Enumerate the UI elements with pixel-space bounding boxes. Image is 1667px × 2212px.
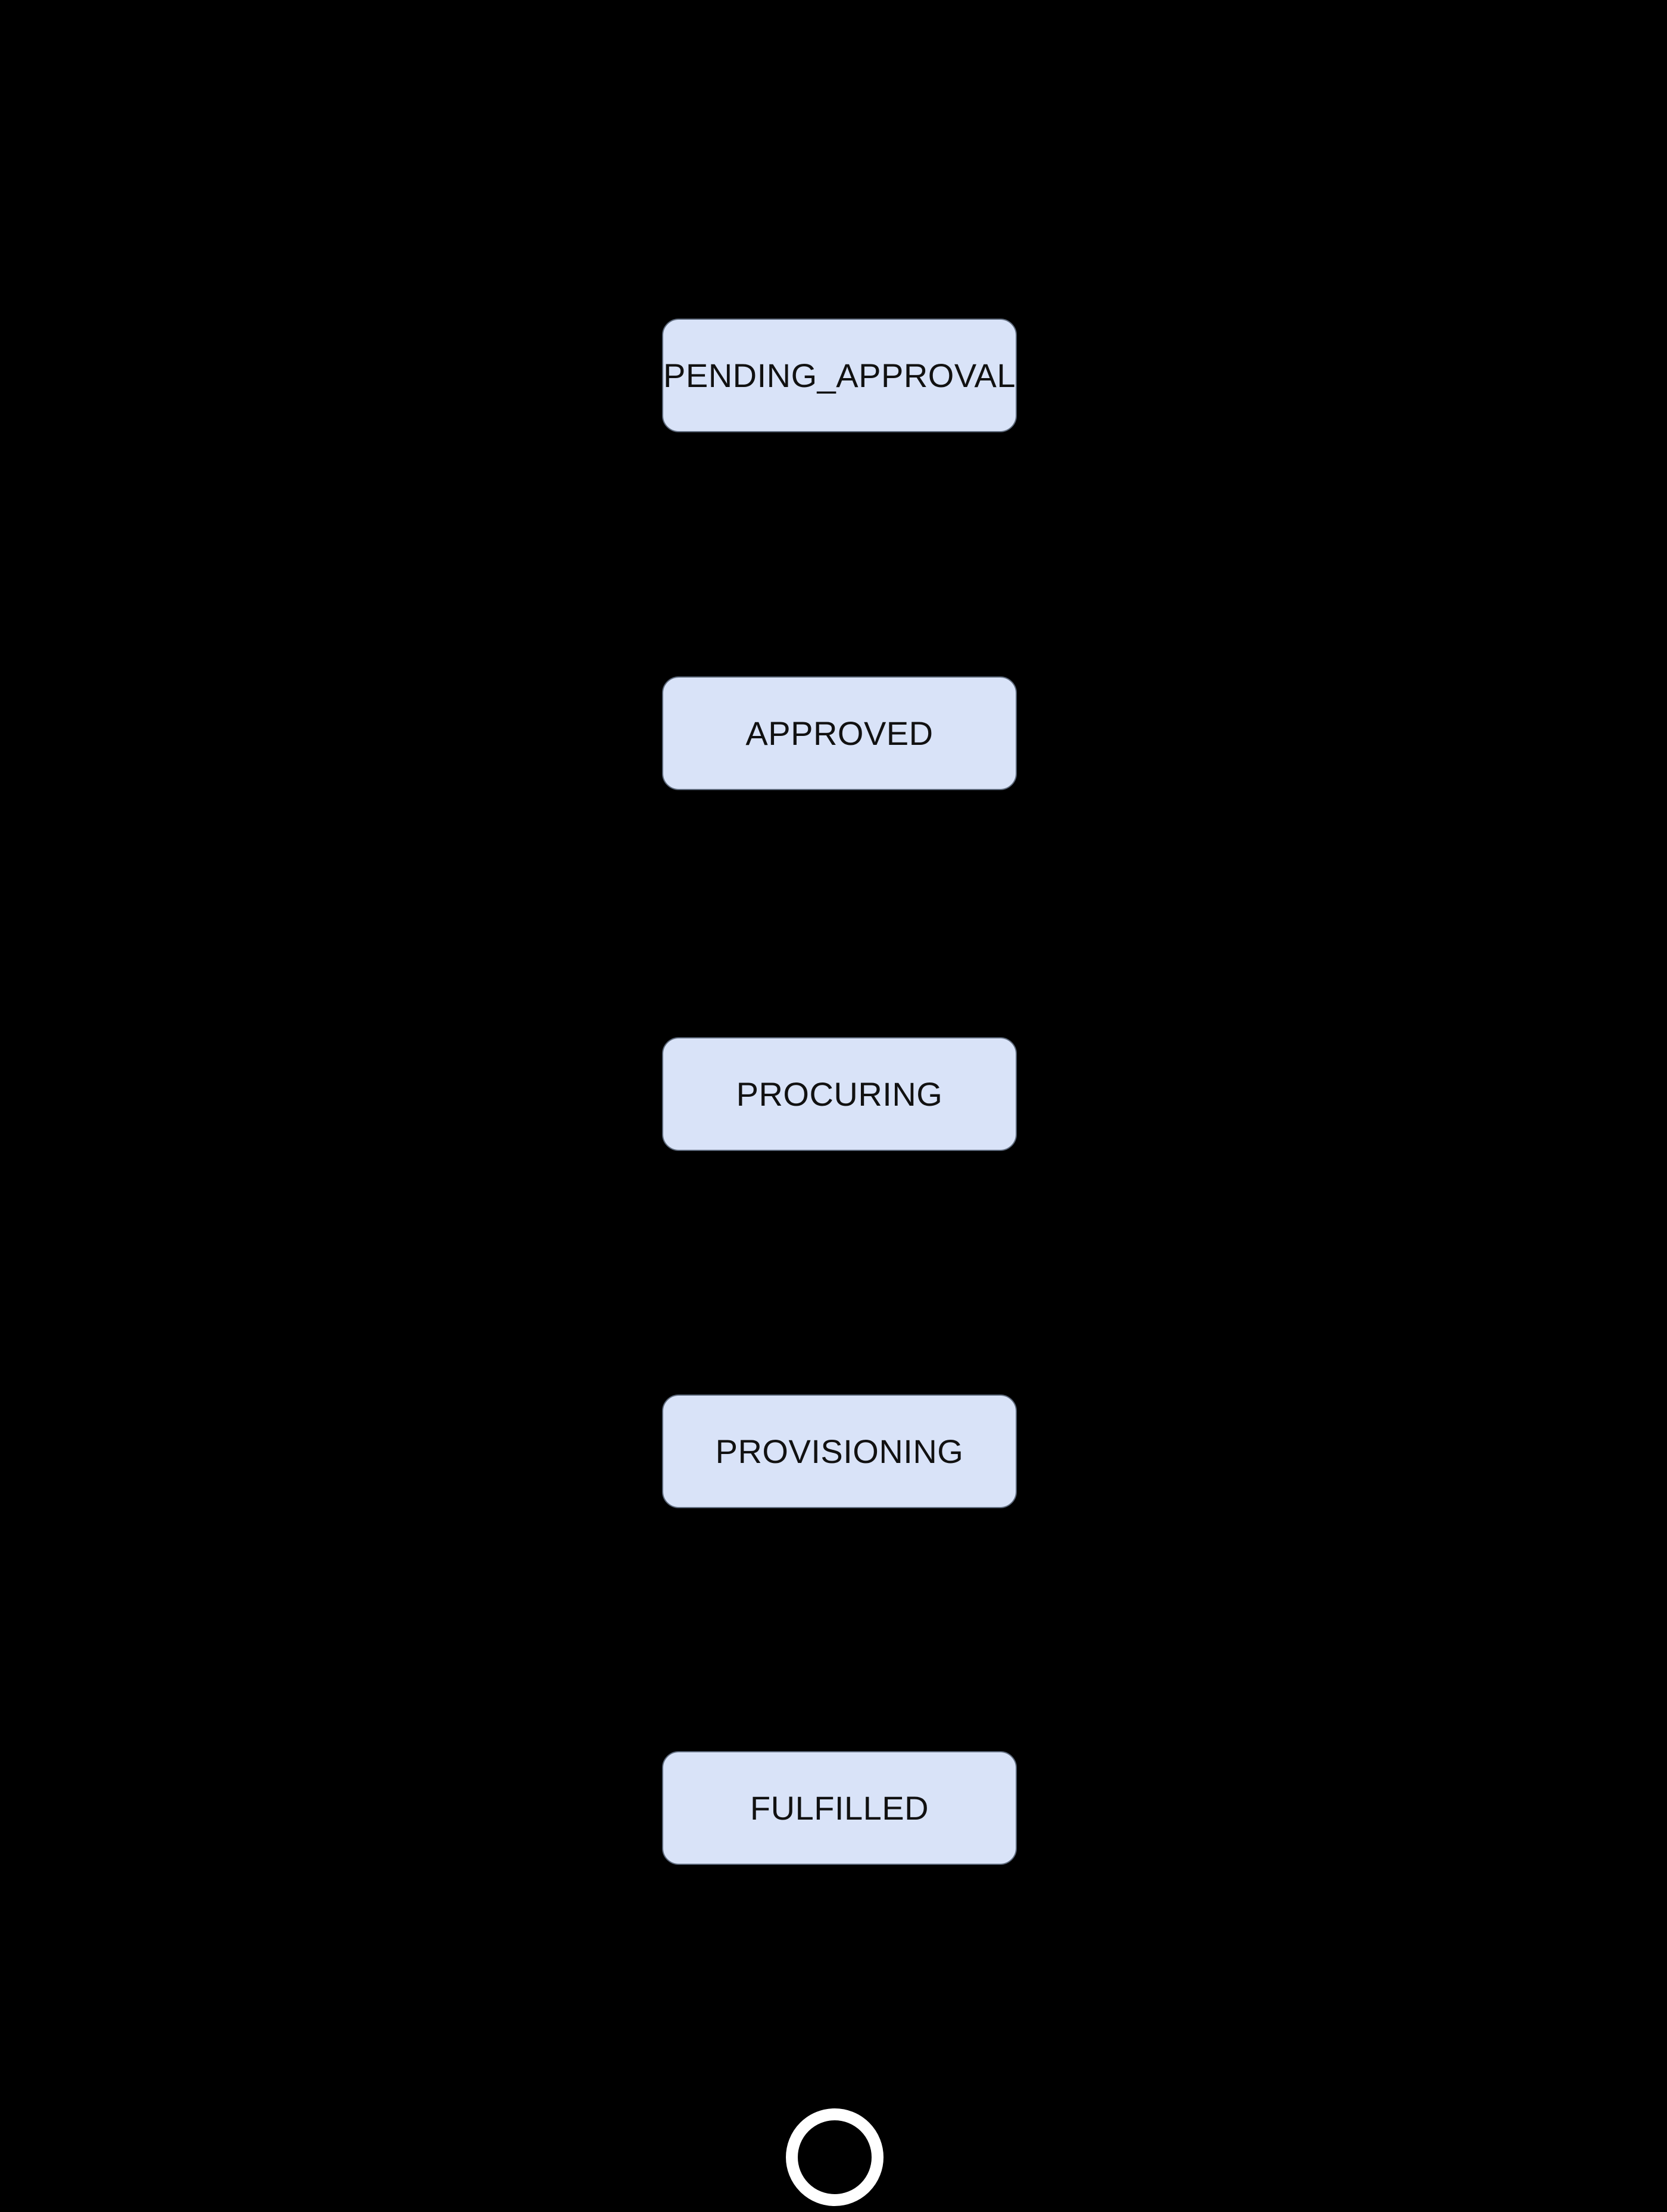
state-node-fulfilled: FULFILLED (662, 1751, 1017, 1865)
state-node-provisioning: PROVISIONING (662, 1394, 1017, 1508)
state-node-procuring: PROCURING (662, 1037, 1017, 1151)
state-label-pending-approval: PENDING_APPROVAL (663, 357, 1016, 394)
state-label-procuring: PROCURING (736, 1075, 943, 1113)
final-state-ring-icon (786, 2108, 884, 2206)
state-node-approved: APPROVED (662, 676, 1017, 790)
state-label-provisioning: PROVISIONING (715, 1433, 964, 1470)
state-node-pending-approval: PENDING_APPROVAL (662, 319, 1017, 432)
state-label-approved: APPROVED (745, 715, 934, 752)
state-label-fulfilled: FULFILLED (750, 1789, 929, 1827)
